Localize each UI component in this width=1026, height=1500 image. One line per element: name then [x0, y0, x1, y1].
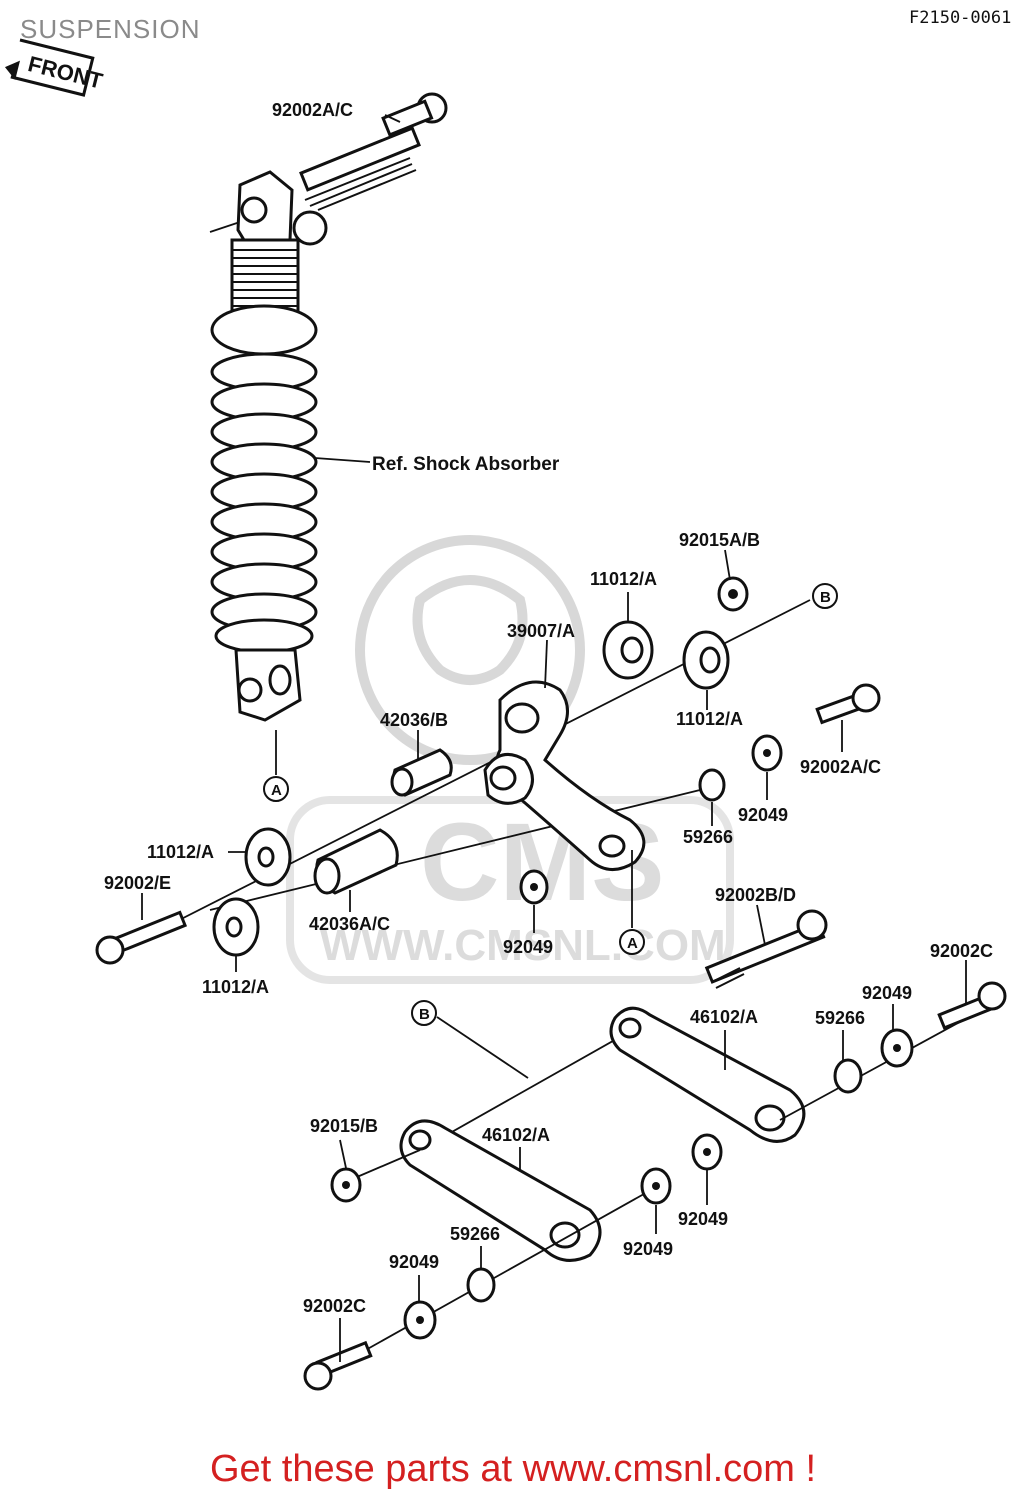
label-11012a-3: 11012/A — [147, 842, 214, 862]
marker-b-2-text: B — [419, 1006, 430, 1023]
nut-92049-2 — [519, 869, 549, 905]
label-92015b: 92015/B — [310, 1116, 378, 1136]
rocker-arm-39007a — [483, 680, 646, 871]
marker-a-1-text: A — [271, 782, 282, 799]
label-92049-3: 92049 — [862, 983, 912, 1003]
label-42036b: 42036/B — [380, 710, 448, 730]
label-92002c-left: 92002C — [303, 1296, 366, 1316]
label-92002c-right: 92002C — [930, 941, 993, 961]
washer-11012a-1 — [602, 620, 654, 680]
label-92002ac-right: 92002A/C — [800, 757, 881, 777]
drawing-code: F2150-0061 — [909, 8, 1012, 28]
label-92049-1: 92049 — [738, 805, 788, 825]
bolt-92002bd — [704, 909, 828, 989]
label-92049-6: 92049 — [678, 1209, 728, 1229]
label-59266-1: 59266 — [683, 827, 733, 847]
label-92049-2: 92049 — [503, 937, 553, 957]
bolt-92002e — [95, 910, 188, 965]
footer-cta-link[interactable]: Get these parts at www.cmsnl.com ! — [209, 1448, 817, 1490]
bolt-92002ac-top — [292, 92, 448, 246]
tie-rod-46102a-2 — [399, 1119, 602, 1262]
nut-92049-6 — [403, 1300, 437, 1340]
marker-a-1 — [263, 776, 289, 802]
marker-a-2 — [619, 929, 645, 955]
spacer-59266-3 — [466, 1267, 496, 1303]
label-92002bd: 92002B/D — [715, 885, 796, 905]
marker-a-2-text: A — [627, 935, 638, 952]
front-arrow-icon: FRONT — [4, 38, 106, 97]
watermark-url: WWW.CMSNL.COM — [320, 921, 726, 970]
label-46102a-2: 46102/A — [482, 1125, 550, 1145]
collar-42036b — [390, 748, 453, 797]
tie-rod-46102a-1 — [609, 1006, 806, 1143]
marker-b-2 — [411, 1000, 437, 1026]
washer-11012a-2 — [682, 630, 730, 690]
bolt-92002ac-right — [815, 683, 881, 725]
nut-92049-4 — [691, 1133, 723, 1171]
label-59266-2: 59266 — [815, 1008, 865, 1028]
marker-b-1-text: B — [820, 589, 831, 606]
label-11012a-1: 11012/A — [590, 569, 657, 589]
collar-42036ac — [313, 828, 399, 895]
page-title: SUSPENSION — [20, 14, 201, 44]
spacer-59266-1 — [698, 768, 726, 802]
label-46102a-1: 46102/A — [690, 1007, 758, 1027]
label-92049-4: 92049 — [389, 1252, 439, 1272]
label-11012a-4: 11012/A — [202, 977, 269, 997]
marker-b-1 — [812, 583, 838, 609]
label-92002ac-top: 92002A/C — [272, 100, 353, 120]
nut-92049-3 — [880, 1028, 914, 1068]
nut-92049-1 — [751, 734, 783, 772]
nut-92015b — [330, 1167, 362, 1203]
label-92002e: 92002/E — [104, 873, 171, 893]
ref-shock-absorber-label: Ref. Shock Absorber — [372, 454, 560, 475]
nut-92049-5 — [640, 1167, 672, 1205]
bolt-92002c-left — [303, 1340, 373, 1391]
watermark: CMS WWW.CMSNL.COM — [286, 535, 734, 984]
bolt-92002c-right — [937, 981, 1007, 1030]
nut-92015ab — [717, 576, 749, 612]
label-92015ab: 92015A/B — [679, 530, 760, 550]
label-39007a: 39007/A — [507, 621, 575, 641]
label-92049-5: 92049 — [623, 1239, 673, 1259]
washer-11012a-3 — [244, 827, 292, 887]
washer-11012a-4 — [212, 897, 260, 957]
label-42036ac: 42036A/C — [309, 914, 390, 934]
spacer-59266-2 — [833, 1058, 863, 1094]
label-59266-3: 59266 — [450, 1224, 500, 1244]
shock-absorber — [209, 92, 448, 722]
label-11012a-2: 11012/A — [676, 709, 743, 729]
